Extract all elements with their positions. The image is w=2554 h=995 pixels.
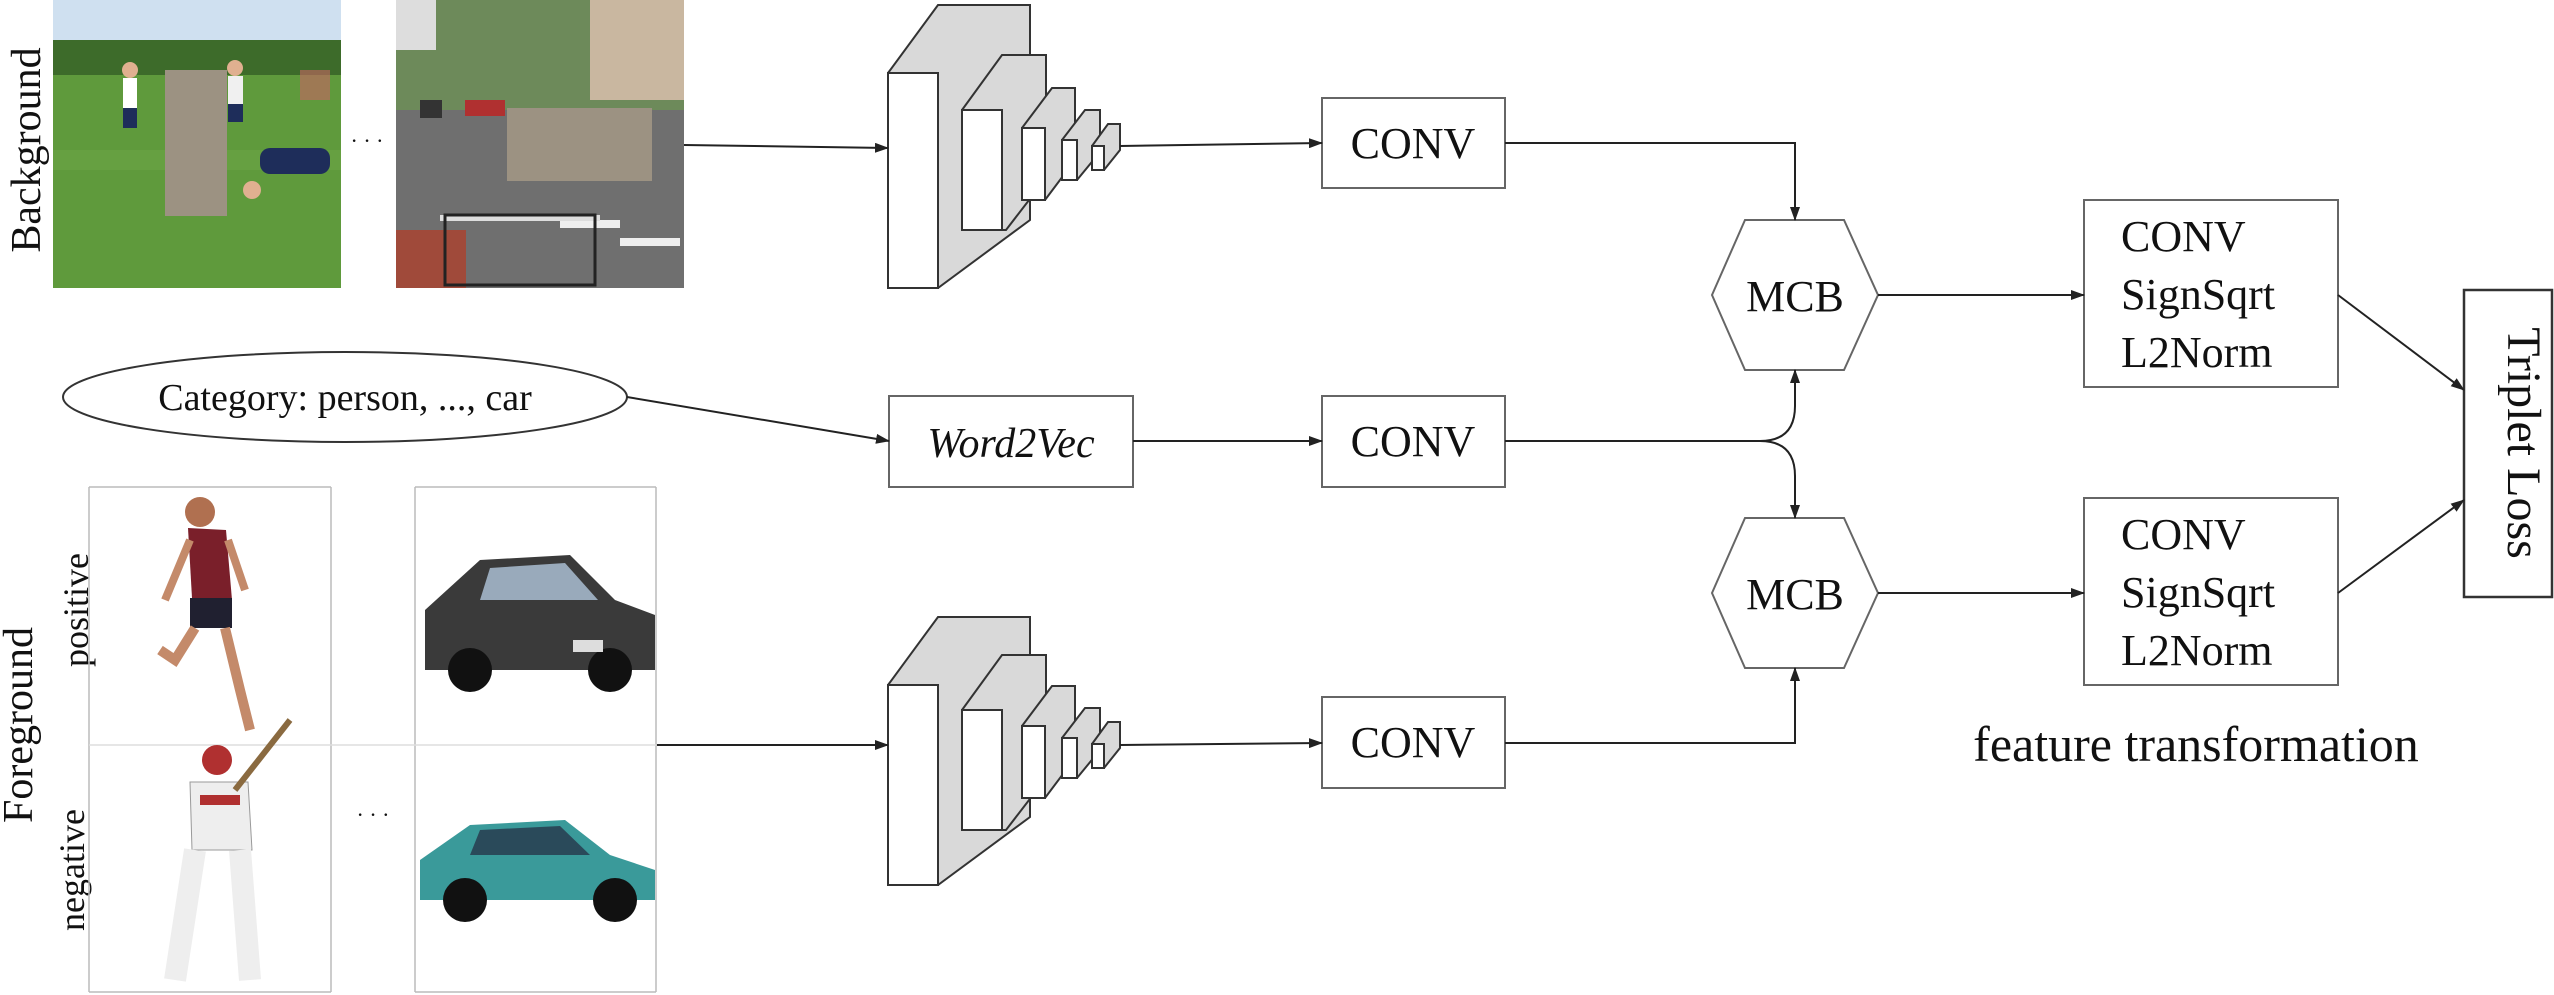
arrow-category-to-word2vec <box>626 396 890 444</box>
occluder-box <box>507 108 652 181</box>
cnn-backbone-bottom <box>887 616 1121 886</box>
arrow-conv-mid-to-mcb-bottom <box>1759 440 1800 519</box>
foreground-image-sedan <box>425 555 655 692</box>
conv-box-middle <box>1321 395 1506 488</box>
transform-box-bottom <box>2083 497 2339 686</box>
mcb-label-top: MCB <box>1746 272 1844 321</box>
transform-box-top <box>2083 199 2339 388</box>
negative-label: negative <box>52 809 92 931</box>
foreground-image-runner <box>157 497 255 732</box>
conv-label-bottom: CONV <box>1351 718 1476 767</box>
transform-bottom-line-2: SignSqrt <box>2121 568 2275 617</box>
feature-transformation-caption: feature transformation <box>1973 716 2419 772</box>
background-label: Background <box>4 47 50 252</box>
connectors <box>626 138 2465 750</box>
background-image-field <box>53 0 341 288</box>
positive-label: positive <box>56 553 96 667</box>
foreground-image-hatchback <box>420 820 655 922</box>
arrow-cnn-top-to-conv <box>1119 138 1323 149</box>
background-ellipsis: · · · <box>351 128 384 153</box>
background-image-street <box>396 0 684 288</box>
conv-box-bottom <box>1321 696 1506 789</box>
occluder-box <box>165 70 227 216</box>
arrow-cnn-bottom-to-conv <box>1119 738 1323 749</box>
mcb-label-bottom: MCB <box>1746 570 1844 619</box>
category-text: Category: person, ..., car <box>158 377 532 419</box>
arrow-conv-mid-to-mcb-top <box>1505 369 1800 442</box>
foreground-label: Foreground <box>0 627 42 823</box>
transform-bottom-line-3: L2Norm <box>2121 626 2273 675</box>
foreground-image-baseball-player <box>164 718 293 982</box>
transform-top-line-2: SignSqrt <box>2121 270 2275 319</box>
arrow-transform-bottom-to-loss <box>2337 499 2465 594</box>
arrow-transform-top-to-loss <box>2337 294 2465 391</box>
word2vec-label: Word2Vec <box>927 421 1095 467</box>
arrow-conv-bottom-to-mcb <box>1505 667 1800 744</box>
conv-label-top: CONV <box>1351 119 1476 168</box>
transform-top-line-1: CONV <box>2121 212 2246 261</box>
triplet-loss-label: Triplet Loss <box>2497 327 2550 559</box>
foreground-ellipsis: · · · <box>357 802 390 827</box>
triplet-loss-box <box>2462 288 2554 599</box>
arrow-bg-to-cnn <box>683 142 889 153</box>
transform-top-line-3: L2Norm <box>2121 328 2273 377</box>
transform-bottom-line-1: CONV <box>2121 510 2246 559</box>
foreground-panels <box>88 486 657 993</box>
cnn-backbone-top <box>887 4 1121 289</box>
arrow-conv-top-to-mcb <box>1505 142 1800 221</box>
conv-label-middle: CONV <box>1351 417 1476 466</box>
